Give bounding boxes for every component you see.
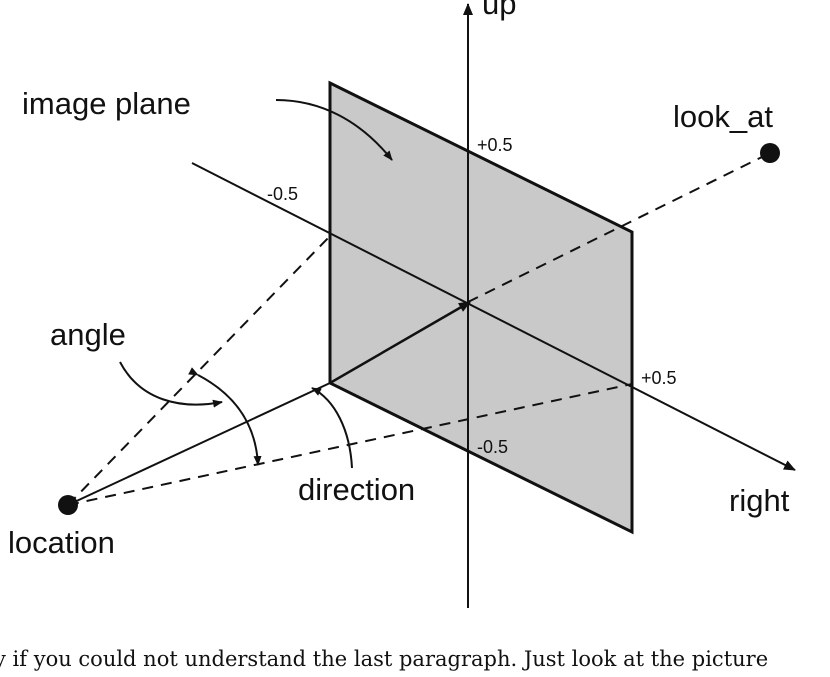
up-plus-half-label: +0.5: [477, 135, 513, 155]
direction-pointer: [311, 387, 353, 469]
angle-ray-upper: [67, 235, 331, 506]
direction-label: direction: [298, 472, 415, 507]
direction-vector: [329, 300, 471, 385]
image-plane: [328, 80, 634, 535]
right-axis: [191, 162, 796, 471]
down-minus-half-label: -0.5: [477, 437, 508, 457]
angle-arc: [188, 367, 262, 466]
location-label: location: [8, 525, 115, 560]
location-point: [58, 495, 78, 515]
image-plane-label: image plane: [22, 86, 191, 121]
left-minus-half-label: -0.5: [267, 184, 298, 204]
right-label: right: [729, 483, 790, 518]
camera-diagram: up image plane look_at +0.5 -0.5 angle +…: [8, 0, 796, 608]
angle-ray-lower: [67, 383, 633, 506]
look-at-point: [760, 143, 780, 163]
angle-pointer: [119, 361, 223, 408]
image-plane-pointer: [275, 99, 393, 161]
up-label: up: [482, 0, 516, 21]
right-plus-half-label: +0.5: [641, 368, 677, 388]
location-to-plane-line: [67, 382, 331, 506]
angle-label: angle: [50, 317, 126, 352]
look-at-label: look_at: [673, 99, 773, 134]
caption-text: y if you could not understand the last p…: [0, 647, 769, 671]
